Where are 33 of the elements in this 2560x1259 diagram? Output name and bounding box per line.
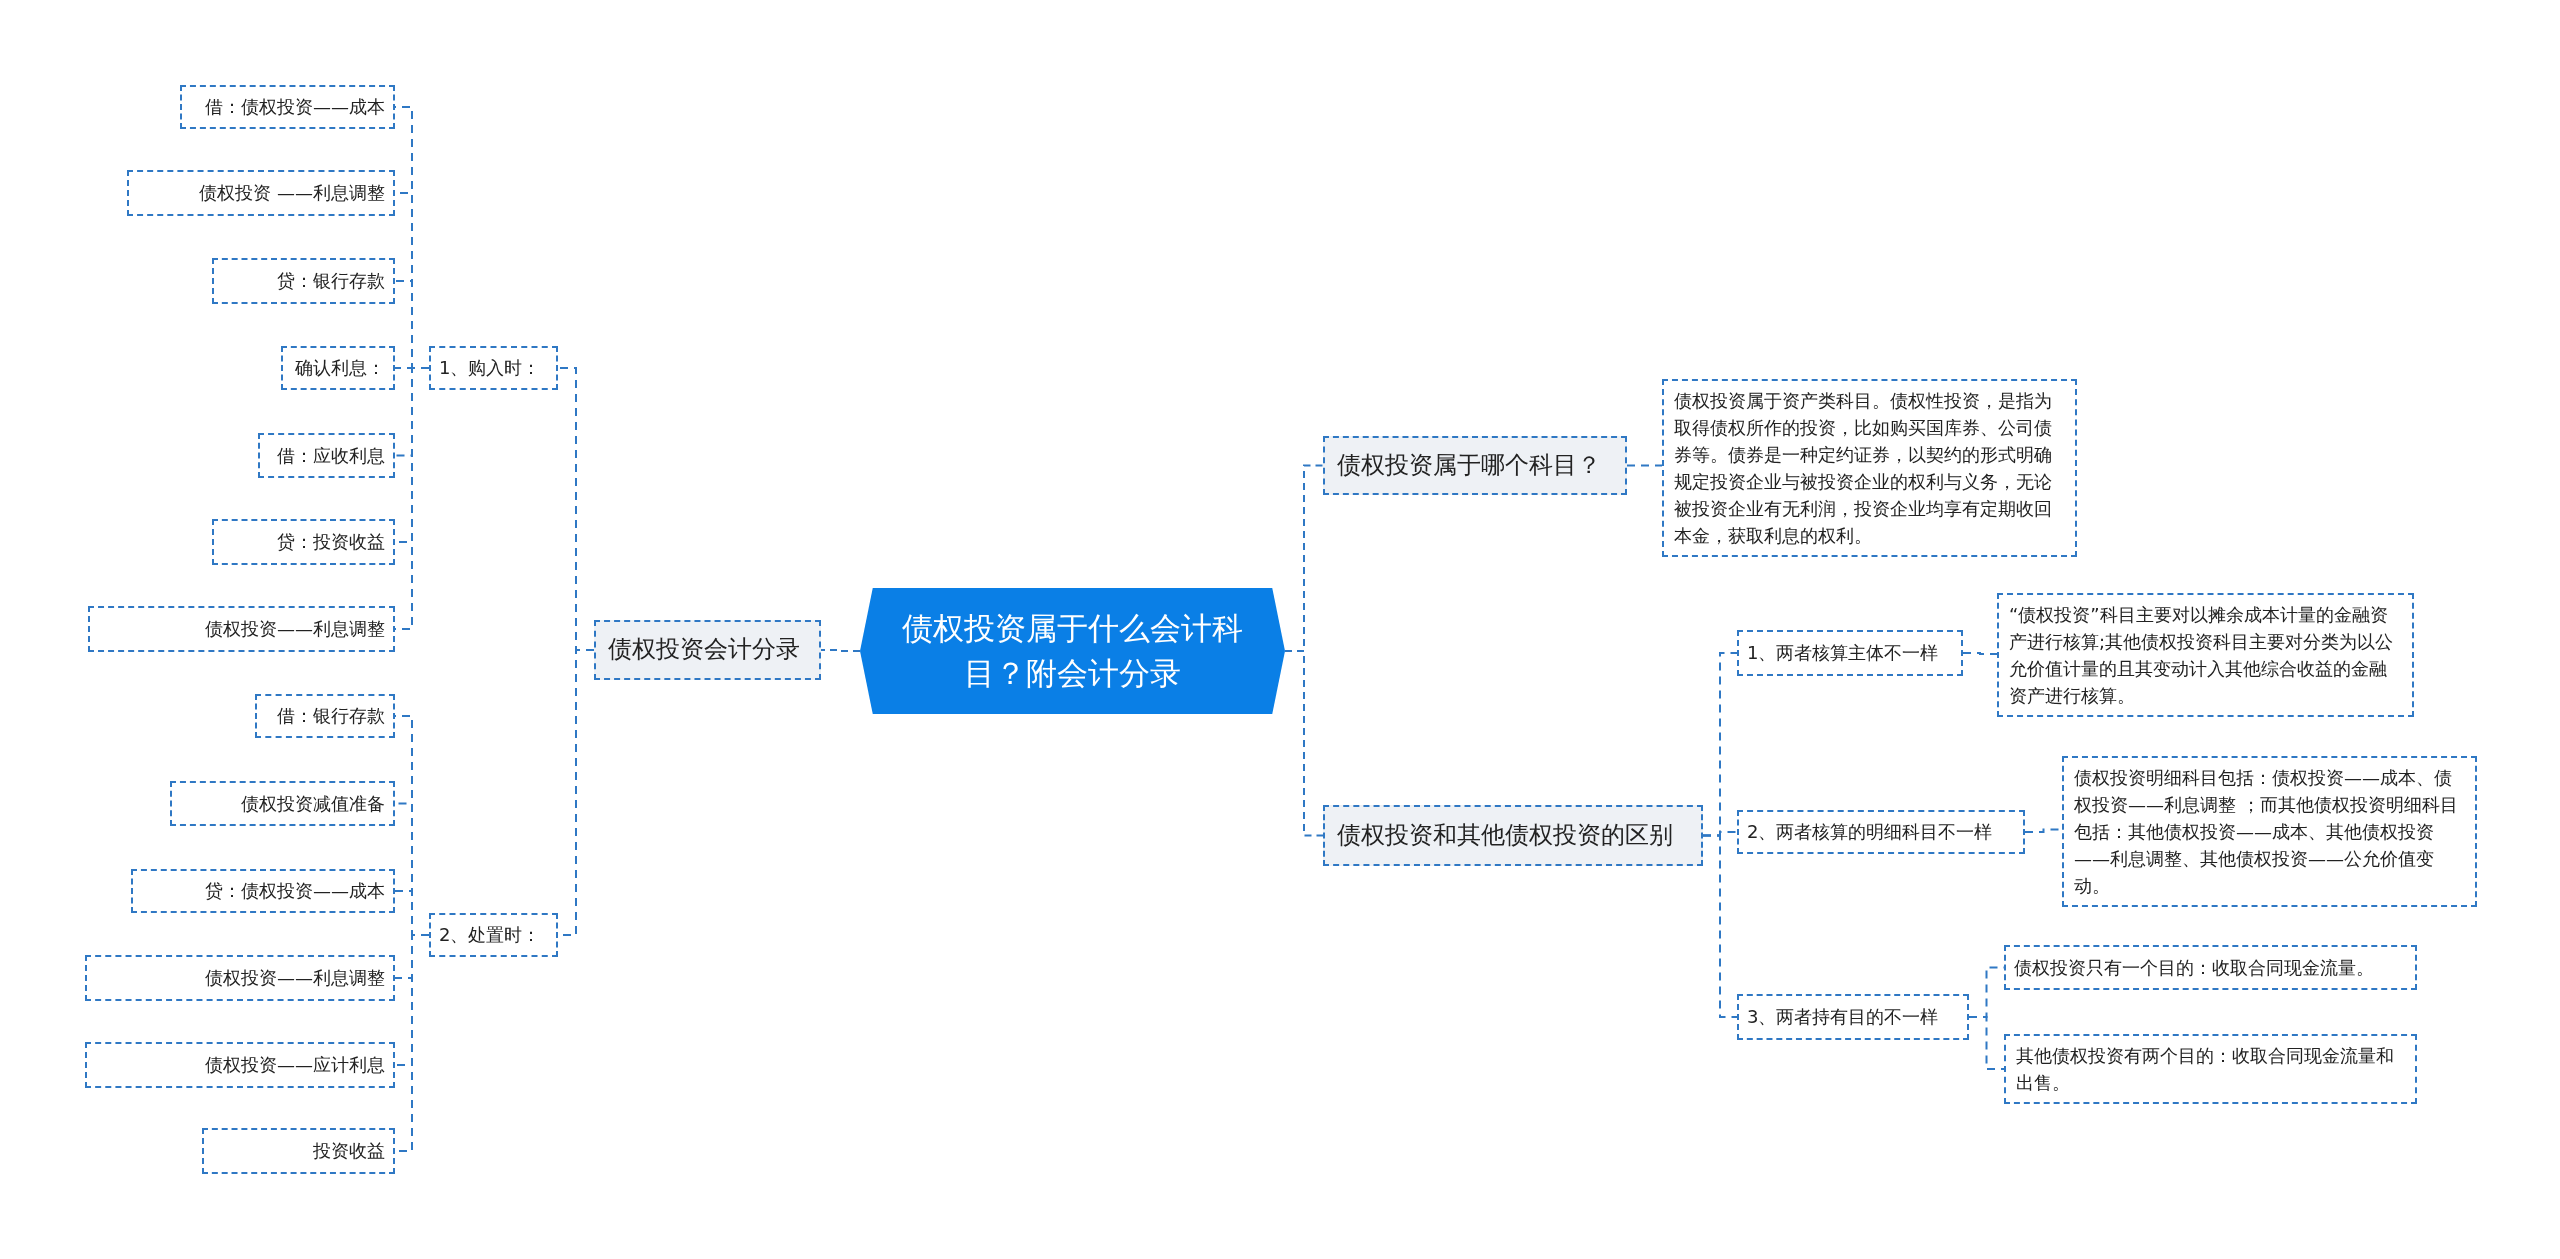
subtopic-box: 2、两者核算的明细科目不一样 bbox=[1737, 810, 2025, 854]
central-topic: 债权投资属于什么会计科目？附会计分录 bbox=[860, 588, 1285, 714]
subtopic-box: 确认利息： bbox=[281, 346, 395, 390]
subtopic-box: 贷：银行存款 bbox=[212, 258, 395, 304]
subtopic-box: 1、购入时： bbox=[429, 346, 558, 390]
connector-line bbox=[820, 649, 861, 652]
subtopic-box: 债权投资明细科目包括：债权投资——成本、债权投资——利息调整 ；而其他债权投资明细科目包括：其他债权投资——成本、其他债权投资——利息调整、其他债权投资——公允价值变动。 bbox=[2062, 756, 2477, 907]
subtopic-box: 1、两者核算主体不一样 bbox=[1737, 630, 1963, 676]
branch-topic: 债权投资和其他债权投资的区别 bbox=[1323, 805, 1703, 866]
subtopic-box: 债权投资 ——利息调整 bbox=[127, 170, 395, 216]
subtopic-box: 债权投资只有一个目的：收取合同现金流量。 bbox=[2004, 945, 2417, 990]
subtopic-box: 借：应收利息 bbox=[258, 433, 395, 478]
subtopic-box: 其他债权投资有两个目的：收取合同现金流量和出售。 bbox=[2004, 1034, 2417, 1104]
connector-line bbox=[1962, 652, 1998, 655]
branch-topic: 债权投资会计分录 bbox=[594, 620, 821, 680]
subtopic-box: 3、两者持有目的不一样 bbox=[1737, 994, 1969, 1040]
subtopic-box: “债权投资”科目主要对以摊余成本计量的金融资产进行核算;其他债权投资科目主要对分类为以公允价值计量的且其变动计入其他综合收益的金融资产进行核算。 bbox=[1997, 593, 2414, 717]
subtopic-box: 借：银行存款 bbox=[255, 694, 395, 738]
subtopic-box: 贷：投资收益 bbox=[212, 519, 395, 565]
connector-line bbox=[1284, 650, 1324, 837]
branch-topic: 债权投资属于哪个科目？ bbox=[1323, 436, 1627, 495]
subtopic-box: 债权投资——利息调整 bbox=[85, 955, 395, 1001]
subtopic-box: 债权投资属于资产类科目。债权性投资，是指为取得债权所作的投资，比如购买国库券、公司债券等。债券是一种定约证券，以契约的形式明确规定投资企业与被投资企业的权利与义务，无论被投资企业有无利润，投资企业均享有定期收回本金，获取利息的权利。 bbox=[1662, 379, 2077, 557]
subtopic-box: 借：债权投资——成本 bbox=[180, 85, 395, 129]
subtopic-box: 债权投资——应计利息 bbox=[85, 1042, 395, 1088]
subtopic-box: 债权投资减值准备 bbox=[170, 781, 395, 826]
subtopic-box: 2、处置时： bbox=[429, 913, 558, 957]
connector-line bbox=[1968, 1016, 2005, 1070]
subtopic-box: 贷：债权投资——成本 bbox=[131, 869, 395, 913]
subtopic-box: 债权投资——利息调整 bbox=[88, 606, 395, 652]
connector-line bbox=[1702, 834, 1738, 1018]
subtopic-box: 投资收益 bbox=[202, 1128, 395, 1174]
connector-line bbox=[1626, 464, 1663, 467]
